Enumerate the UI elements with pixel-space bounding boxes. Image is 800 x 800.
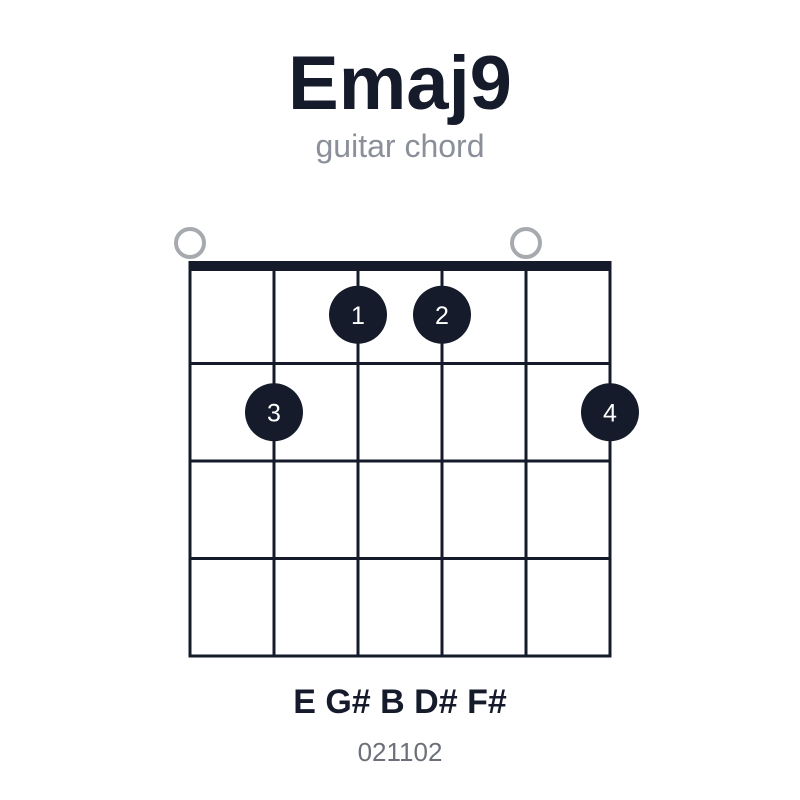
finger-number: 1: [351, 302, 365, 330]
chord-name: Emaj9: [288, 41, 512, 126]
finger-dot: [329, 285, 387, 344]
finger-dot: [581, 383, 639, 442]
finger-number: 4: [603, 399, 617, 427]
open-string-marker: [174, 227, 206, 259]
open-string-marker: [510, 227, 542, 259]
chord-notes: E G# B D# F#: [293, 683, 507, 721]
chord-subtitle: guitar chord: [315, 128, 485, 164]
finger-dot: [245, 383, 303, 442]
finger-number: 3: [267, 399, 281, 427]
chord-fingering: 021102: [357, 737, 443, 767]
nut: [188, 261, 612, 271]
finger-number: 2: [435, 302, 449, 330]
finger-dot: [413, 285, 471, 344]
